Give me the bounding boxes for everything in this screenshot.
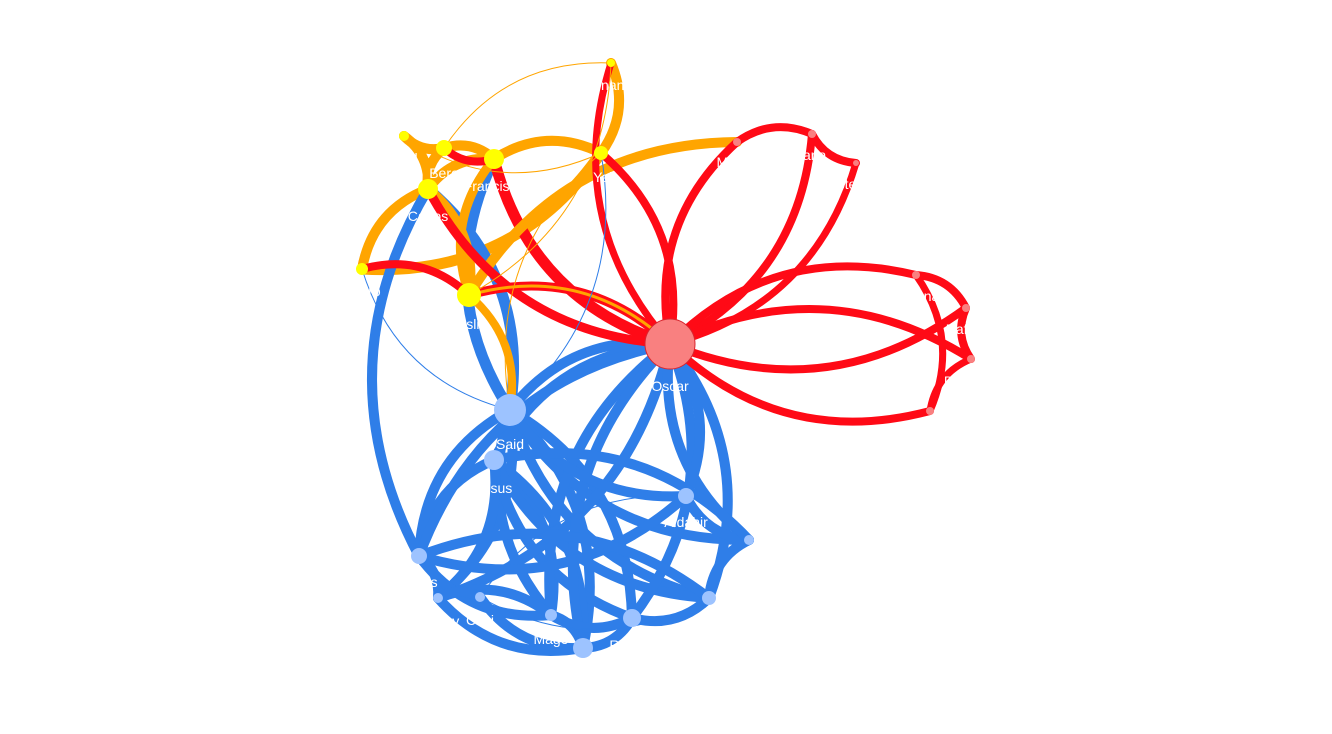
edge-pedro-said xyxy=(361,268,511,411)
label-rafael: Rafael xyxy=(946,321,986,337)
label-ramon: Ramon xyxy=(609,637,654,653)
edge-david-alexis xyxy=(414,528,714,603)
node-damian[interactable] xyxy=(967,355,975,363)
label-mago: Mago xyxy=(533,631,568,647)
edge-ceci-aldahir xyxy=(479,495,687,598)
node-yair[interactable] xyxy=(594,146,608,160)
edge-yair-said xyxy=(509,152,607,411)
edge-oscar-carlos xyxy=(423,184,675,349)
label-jesus: Jesus xyxy=(476,480,513,496)
edge-mario-karla xyxy=(733,123,816,146)
edge-leslie-fernando xyxy=(468,62,612,296)
edge-oscar-francisco xyxy=(488,153,676,350)
edge-bere-fernando xyxy=(443,62,612,149)
node-jesus[interactable] xyxy=(484,450,504,470)
label-ceci: Ceci xyxy=(466,612,494,628)
node-mago[interactable] xyxy=(545,609,557,621)
edge-oscar-yair xyxy=(597,149,678,348)
node-francisco[interactable] xyxy=(484,149,504,169)
node-said[interactable] xyxy=(494,394,526,426)
label-azul: Azul xyxy=(390,150,417,166)
node-bere[interactable] xyxy=(436,140,452,156)
label-francisco: Francisco xyxy=(464,178,525,194)
edge-pedro-leslie xyxy=(358,260,473,299)
edge-oscar-israel xyxy=(567,339,675,653)
label-vianey: Vianey xyxy=(417,613,460,629)
edge-naye-david xyxy=(704,535,754,603)
edge-azul-yair xyxy=(403,135,602,174)
node-mario[interactable] xyxy=(733,138,741,146)
label-yair: Yair xyxy=(593,169,617,185)
node-pedro[interactable] xyxy=(356,263,368,275)
edge-karla-esteban xyxy=(808,130,860,167)
label-esteban: Esteban xyxy=(828,176,879,192)
edge-aldahir-alexis xyxy=(414,491,691,575)
node-israel[interactable] xyxy=(573,638,593,658)
label-leslie: Leslie xyxy=(451,316,488,332)
edge-oscar-mago xyxy=(544,339,675,620)
label-pedro: Pedro xyxy=(343,283,381,299)
edge-carlos-pedro xyxy=(357,184,433,274)
node-layer: Pedro Azul Bere Francisco Carlos Leslie … xyxy=(343,59,992,684)
label-carlos: Carlos xyxy=(408,208,448,224)
edge-oscar-r4 xyxy=(666,340,934,426)
node-aldahir[interactable] xyxy=(678,488,694,504)
edge-francisco-yair xyxy=(489,135,606,164)
edge-ceci-israel xyxy=(475,592,588,654)
edge-leslie-mario xyxy=(464,137,742,300)
edge-damian-r4 xyxy=(926,355,975,415)
node-karla[interactable] xyxy=(808,130,816,138)
edge-ceci-david xyxy=(479,596,710,631)
edge-mariana-rafael xyxy=(912,271,970,312)
node-alexis[interactable] xyxy=(411,548,427,564)
node-david[interactable] xyxy=(702,591,716,605)
edge-oscar-mario xyxy=(661,138,741,348)
edge-jesus-naye xyxy=(489,448,754,545)
edge-oscar-mariana xyxy=(666,262,920,348)
label-damian: Damian xyxy=(944,373,992,389)
label-fernando: Fernando xyxy=(580,77,640,93)
node-naye[interactable] xyxy=(744,535,754,545)
node-ceci[interactable] xyxy=(475,592,485,602)
edge-leslie-oscar xyxy=(467,284,672,346)
node-azul[interactable] xyxy=(399,131,409,141)
edge-oscar-esteban xyxy=(666,159,860,348)
label-said: Said xyxy=(496,436,524,452)
node-mariana[interactable] xyxy=(912,271,920,279)
edge-oscar-rafael xyxy=(666,304,970,374)
label-mariana: Mariana xyxy=(889,288,940,304)
node-esteban[interactable] xyxy=(853,160,859,166)
node-red-4[interactable] xyxy=(926,407,934,415)
label-alexis: Alexis xyxy=(400,574,437,590)
edge-francisco-leslie xyxy=(455,154,499,300)
edge-oscar-vianey xyxy=(433,339,675,603)
label-david: David xyxy=(689,615,725,631)
edge-carlos-alexis xyxy=(367,184,433,561)
label-bere: Bere xyxy=(429,165,459,181)
node-rafael[interactable] xyxy=(962,304,970,312)
node-carlos[interactable] xyxy=(418,179,438,199)
edge-aldahir-naye xyxy=(681,491,754,545)
label-israel: Israel xyxy=(566,668,600,684)
label-oscar: Oscar xyxy=(651,378,689,394)
edge-oscar-fernando xyxy=(592,59,674,348)
edge-said-yair xyxy=(504,152,602,411)
edge-rafael-damian xyxy=(957,304,975,363)
edge-yair-fernando xyxy=(596,58,625,158)
label-karla: Karla xyxy=(794,147,827,163)
label-mario: Mario xyxy=(716,154,751,170)
node-ramon[interactable] xyxy=(623,609,641,627)
label-aldahir: Aldahir xyxy=(664,514,708,530)
node-vianey[interactable] xyxy=(433,593,443,603)
node-leslie[interactable] xyxy=(457,283,481,307)
edge-jesus-ramon xyxy=(489,455,637,623)
label-naye: Naye xyxy=(733,555,766,571)
node-oscar[interactable] xyxy=(644,318,696,370)
node-fernando[interactable] xyxy=(607,59,615,67)
edge-alexis-mago xyxy=(414,551,556,621)
